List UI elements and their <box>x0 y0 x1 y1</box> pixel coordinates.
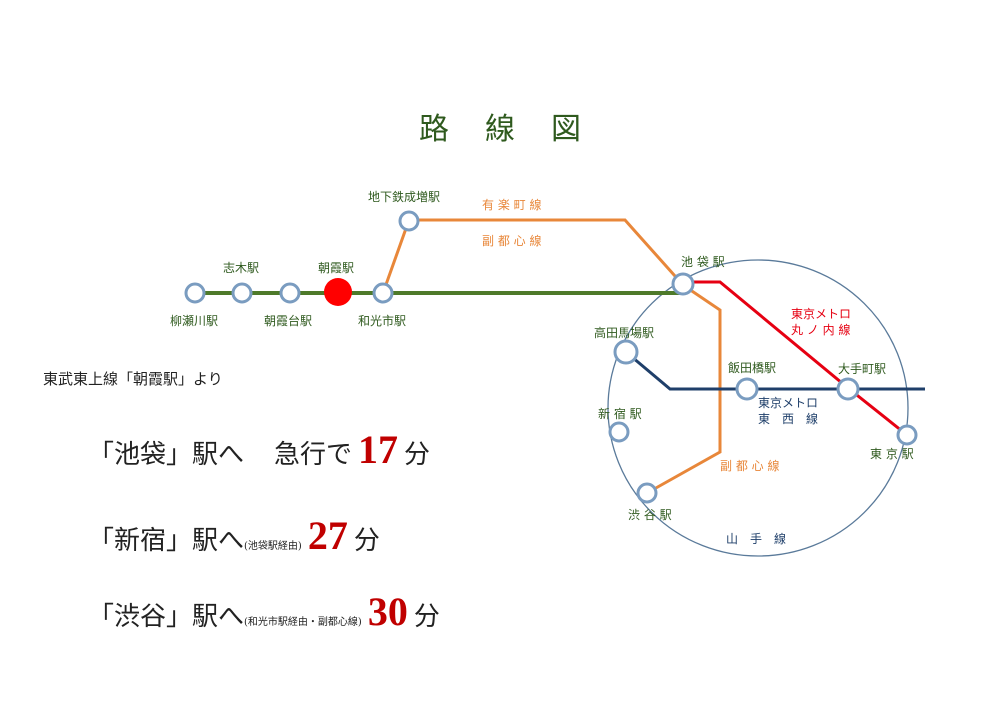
station-asakadai <box>279 282 301 304</box>
station-iidabashi <box>735 377 759 401</box>
station-wakoshi <box>372 282 394 304</box>
label-ikebukuro: 池 袋 駅 <box>681 255 725 269</box>
label-shiki: 志木駅 <box>223 261 259 275</box>
fukutoshin-line <box>646 283 722 495</box>
page-title: 路線図 <box>419 112 617 147</box>
label-shibuya: 渋 谷 駅 <box>628 508 672 522</box>
route-unit: 分 <box>353 526 380 556</box>
route-dest: 「新宿」駅へ <box>88 526 245 556</box>
label-tozai-2: 東 西 線 <box>758 411 818 426</box>
route-minutes: 17 <box>358 427 399 472</box>
label-iidabashi: 飯田橋駅 <box>728 360 776 375</box>
marunouchi-line <box>683 280 908 437</box>
station-shinjuku <box>608 421 630 443</box>
label-otemachi: 大手町駅 <box>838 362 886 376</box>
label-yurakucho-line: 有 楽 町 線 <box>482 197 541 212</box>
label-tozai-1: 東京メトロ <box>758 396 818 410</box>
label-asakadai: 朝霞台駅 <box>264 313 312 328</box>
route-unit: 分 <box>413 602 440 632</box>
label-yamanote: 山 手 線 <box>726 531 786 546</box>
label-shinjuku: 新 宿 駅 <box>598 406 642 421</box>
label-marunouchi-2: 丸 ノ 内 線 <box>791 322 850 337</box>
station-otemachi <box>836 377 860 401</box>
route-minutes: 27 <box>307 513 348 558</box>
label-narimasu: 地下鉄成増駅 <box>368 189 440 204</box>
label-fukutoshin-line: 副 都 心 線 <box>482 233 541 248</box>
label-marunouchi-1: 東京メトロ <box>791 307 851 321</box>
route-dest: 「渋谷」駅へ <box>88 602 245 632</box>
label-tokyo: 東 京 駅 <box>870 447 914 461</box>
route-note: (池袋駅経由) <box>244 541 302 552</box>
station-ikebukuro <box>671 272 695 296</box>
route-note: 急行で <box>274 440 353 470</box>
origin-text: 東武東上線「朝霞駅」より <box>43 370 223 388</box>
station-takadanobaba <box>613 339 639 365</box>
label-fukutoshin-line-2: 副 都 心 線 <box>720 458 779 473</box>
route-unit: 分 <box>404 440 431 470</box>
route-minutes: 30 <box>367 589 408 634</box>
yurakucho-fukutoshin-line <box>381 218 685 294</box>
label-takadanobaba: 高田馬場駅 <box>594 325 654 340</box>
label-asaka: 朝霞駅 <box>318 261 354 275</box>
station-yanasegawa <box>184 282 206 304</box>
route-note: (和光市駅経由・副都心線) <box>244 617 362 628</box>
station-tokyo <box>896 424 918 446</box>
label-wakoshi: 和光市駅 <box>358 313 406 328</box>
station-asaka <box>324 278 352 306</box>
yamanote-line <box>607 259 909 557</box>
station-narimasu <box>398 210 420 232</box>
label-yanasegawa: 柳瀬川駅 <box>170 314 218 328</box>
route-dest: 「池袋」駅へ <box>88 440 245 470</box>
station-shibuya <box>636 482 658 504</box>
station-shiki <box>231 282 253 304</box>
